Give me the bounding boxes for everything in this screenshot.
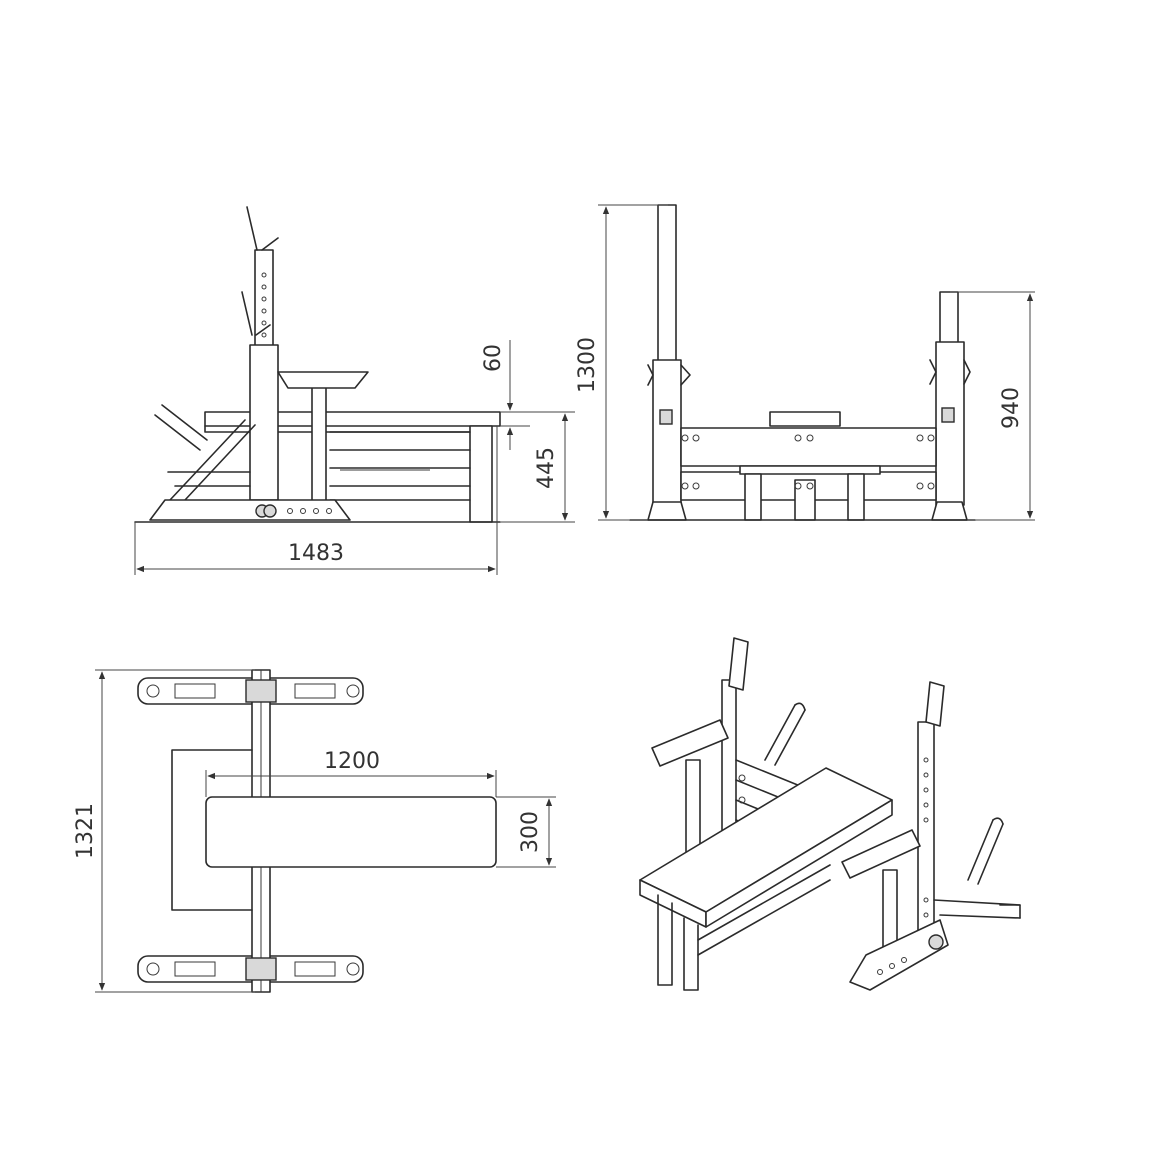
dim-front-rack-height: 940 xyxy=(999,387,1024,429)
iso-upright-holes xyxy=(923,757,929,918)
side-base-holes xyxy=(287,508,332,514)
side-upright-holes xyxy=(261,272,267,338)
side-view: 1483 60 445 xyxy=(134,206,575,575)
dim-top-total-depth: 1321 xyxy=(73,803,98,859)
dim-front-upright-height: 1300 xyxy=(575,337,600,393)
top-view: 1200 300 1321 xyxy=(73,669,556,993)
dim-side-seat-height: 445 xyxy=(534,447,559,489)
front-view: 1300 940 xyxy=(575,204,1035,521)
dim-top-pad-length: 1200 xyxy=(324,749,380,774)
front-frame-bolts xyxy=(681,434,935,490)
isometric-view xyxy=(639,637,1021,991)
dim-top-pad-width: 300 xyxy=(518,811,543,853)
dim-side-seat-offset: 60 xyxy=(481,344,506,372)
dim-side-length: 1483 xyxy=(288,541,344,566)
